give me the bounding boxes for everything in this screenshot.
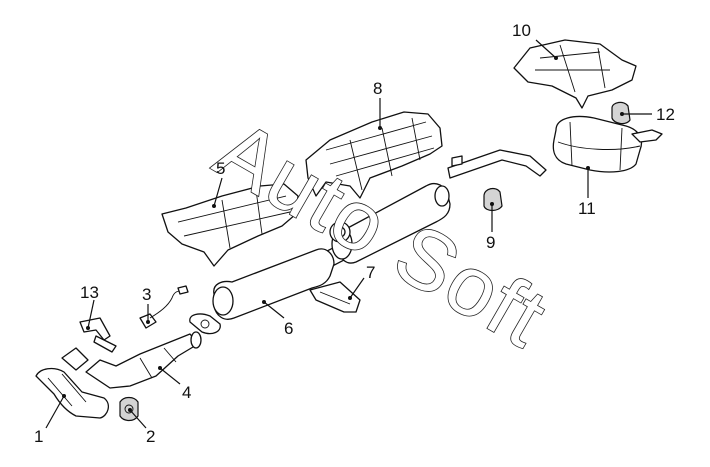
callout-9: 9: [486, 233, 495, 252]
part-8-center-heat-shield: [305, 111, 443, 199]
callout-10: 10: [512, 21, 531, 40]
part-1-front-pipe: [35, 367, 110, 419]
part-7-bracket: [309, 281, 361, 313]
leader-lines: [45, 39, 652, 429]
callout-13: 13: [80, 283, 99, 302]
callout-11: 11: [578, 199, 596, 218]
callout-5: 5: [216, 159, 225, 178]
part-5-front-heat-shield: [161, 183, 299, 267]
callout-4: 4: [182, 383, 191, 402]
tailpipe: [447, 149, 547, 179]
part-13-bracket: [79, 317, 117, 353]
callout-8: 8: [373, 79, 382, 98]
part-9-rubber-hanger: [483, 187, 503, 212]
callout-6: 6: [284, 319, 293, 338]
callout-1: 1: [34, 427, 43, 446]
part-10-rear-heat-shield: [513, 39, 637, 109]
callout-labels: 1 2 3 4 5 6 7 8 9 10 11 12 13: [34, 21, 675, 446]
callout-3: 3: [142, 285, 151, 304]
callout-7: 7: [366, 263, 375, 282]
part-4-catalytic-converter: [61, 331, 202, 389]
part-11-rear-muffler: [552, 115, 663, 173]
callout-12: 12: [656, 105, 675, 124]
callout-2: 2: [146, 427, 155, 446]
part-6-muffler-assembly: [189, 182, 451, 335]
